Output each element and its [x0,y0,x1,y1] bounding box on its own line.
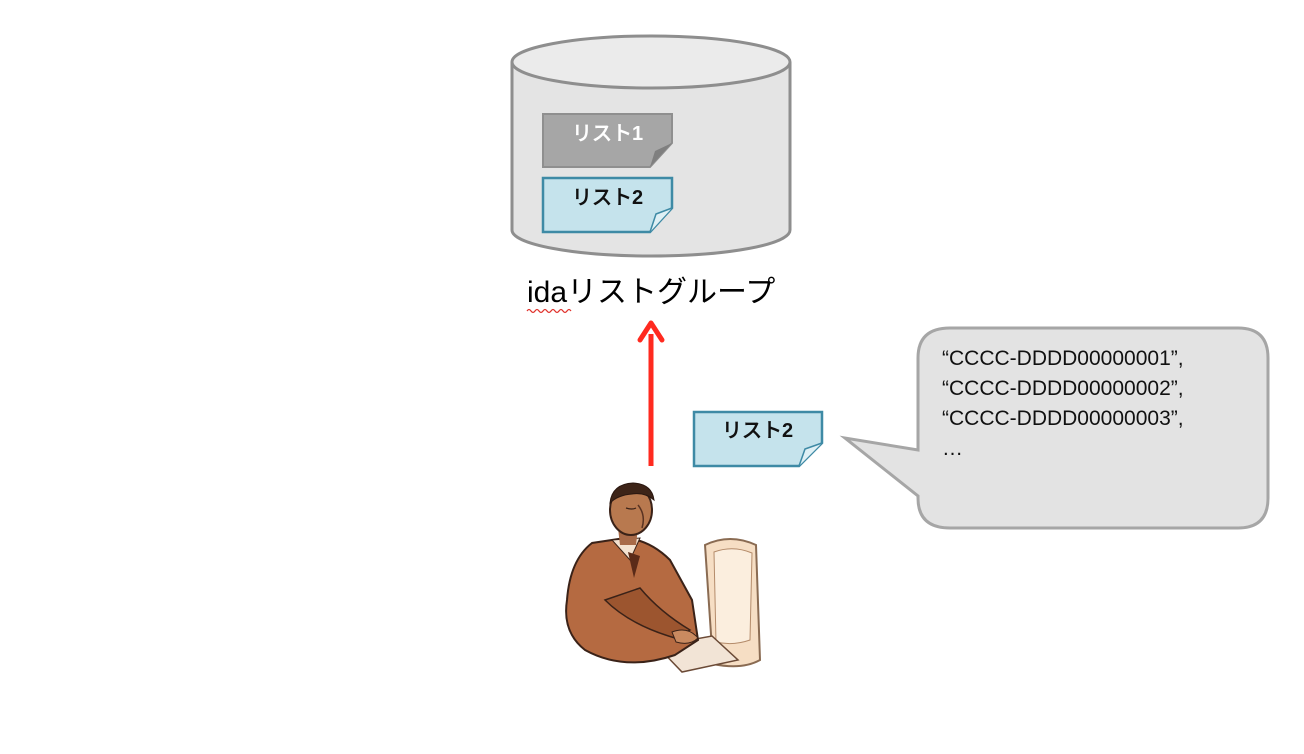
upload-arrow [637,320,665,466]
database-group-label: idaリストグループ [527,276,775,309]
database-list-2: リスト2 [541,176,674,234]
database-list-1: リスト1 [542,113,673,168]
bubble-line-2: “CCCC-DDDD00000002”, [942,377,1184,400]
database-list-1-label: リスト1 [572,123,643,145]
speech-bubble-text: “CCCC-DDDD00000001”, “CCCC-DDDD00000002”… [942,344,1252,464]
uploaded-list-2-label: リスト2 [722,420,793,442]
bubble-line-3: “CCCC-DDDD00000003”, [942,407,1184,430]
spellcheck-underline [526,308,572,314]
speech-bubble [839,326,1270,530]
bubble-line-1: “CCCC-DDDD00000001”, [942,347,1184,370]
database-list-2-label: リスト2 [572,187,643,209]
bubble-line-4: … [942,437,963,460]
person-at-computer-icon [565,482,762,673]
uploaded-list-2: リスト2 [692,410,824,468]
